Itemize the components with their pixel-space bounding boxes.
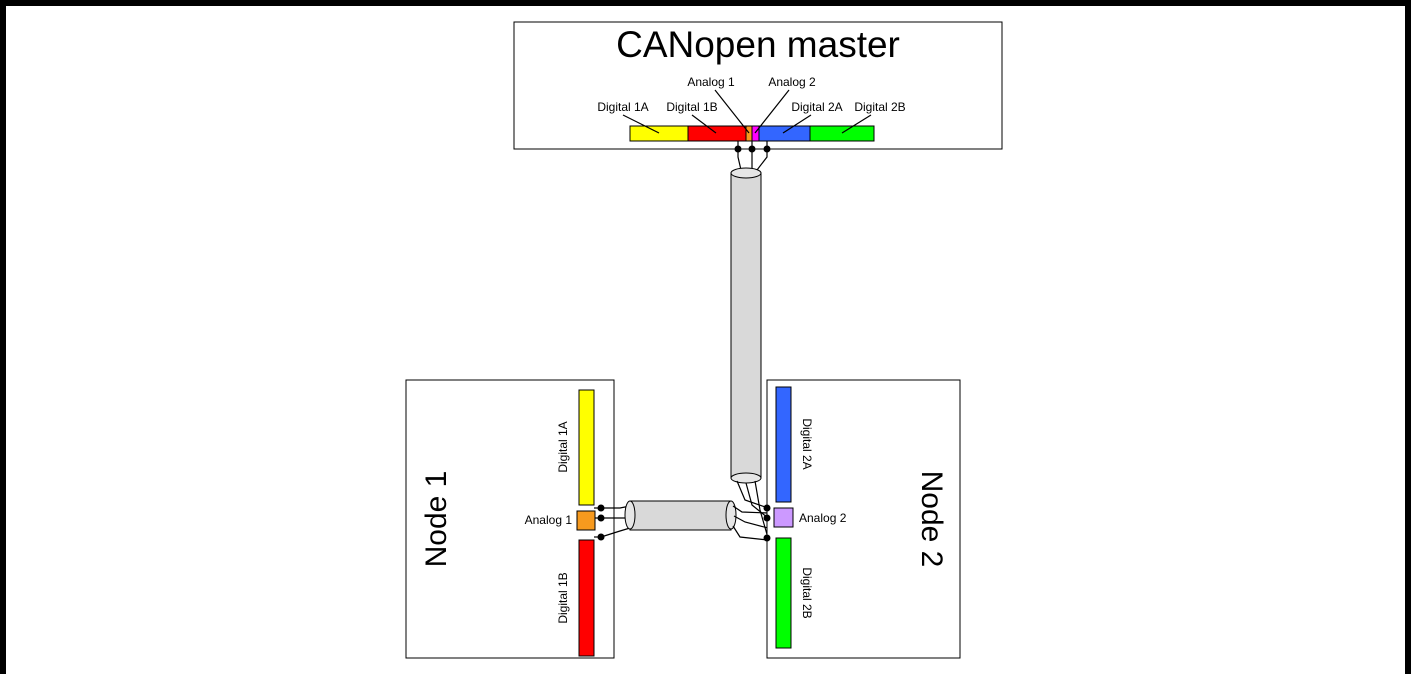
master-label-analog-1: Analog 1 xyxy=(687,75,735,89)
master-title: CANopen master xyxy=(616,24,900,65)
node2-analog-2-box xyxy=(773,507,794,528)
vertical-cable-bottom xyxy=(730,472,762,484)
vertical-cable xyxy=(730,172,762,479)
pointer-analog-1 xyxy=(714,89,750,134)
node1-label-digital-1b: Digital 1B xyxy=(556,572,570,623)
master-digital-2b-bar xyxy=(809,125,875,142)
master-label-digital-2a: Digital 2A xyxy=(791,100,842,114)
horizontal-cable xyxy=(629,500,732,531)
pointer-digital-2a xyxy=(782,114,812,134)
node1-label-analog-1: Analog 1 xyxy=(525,513,573,527)
pointer-digital-2b xyxy=(841,114,872,134)
master-label-digital-2b: Digital 2B xyxy=(854,100,905,114)
node2-label-analog-2: Analog 2 xyxy=(799,511,847,525)
pointer-digital-1b xyxy=(691,114,717,134)
node1-analog-1-box xyxy=(576,510,596,531)
master-label-digital-1b: Digital 1B xyxy=(666,100,717,114)
master-digital-2a-bar xyxy=(758,125,811,142)
node2-terminal-2 xyxy=(763,514,771,522)
node2-digital-2b-bar xyxy=(775,537,792,649)
pointer-digital-1a xyxy=(622,114,660,134)
node2-label-digital-2b: Digital 2B xyxy=(800,567,814,618)
master-label-digital-1a: Digital 1A xyxy=(597,100,648,114)
master-digital-1b-bar xyxy=(687,125,747,142)
master-analog-2-bar xyxy=(751,125,760,142)
horizontal-cable-right xyxy=(725,500,737,530)
horizontal-cable-left xyxy=(624,500,636,530)
node2-digital-2a-bar xyxy=(775,386,792,503)
vertical-cable-top xyxy=(730,167,762,179)
node2-label-digital-2a: Digital 2A xyxy=(800,418,814,469)
node2-box xyxy=(766,379,961,659)
pointer-analog-2 xyxy=(754,89,790,134)
master-analog-1-bar xyxy=(745,125,753,142)
master-label-analog-2: Analog 2 xyxy=(768,75,816,89)
node2-terminal-3 xyxy=(763,534,771,542)
node2-title: Node 2 xyxy=(915,471,948,568)
node1-title: Node 1 xyxy=(420,471,453,568)
node1-digital-1a-bar xyxy=(578,389,595,506)
node1-digital-1b-bar xyxy=(578,539,595,657)
master-digital-1a-bar xyxy=(629,125,689,142)
node1-label-digital-1a: Digital 1A xyxy=(556,421,570,472)
master-box xyxy=(513,21,1003,150)
node2-terminal-1 xyxy=(763,504,771,512)
